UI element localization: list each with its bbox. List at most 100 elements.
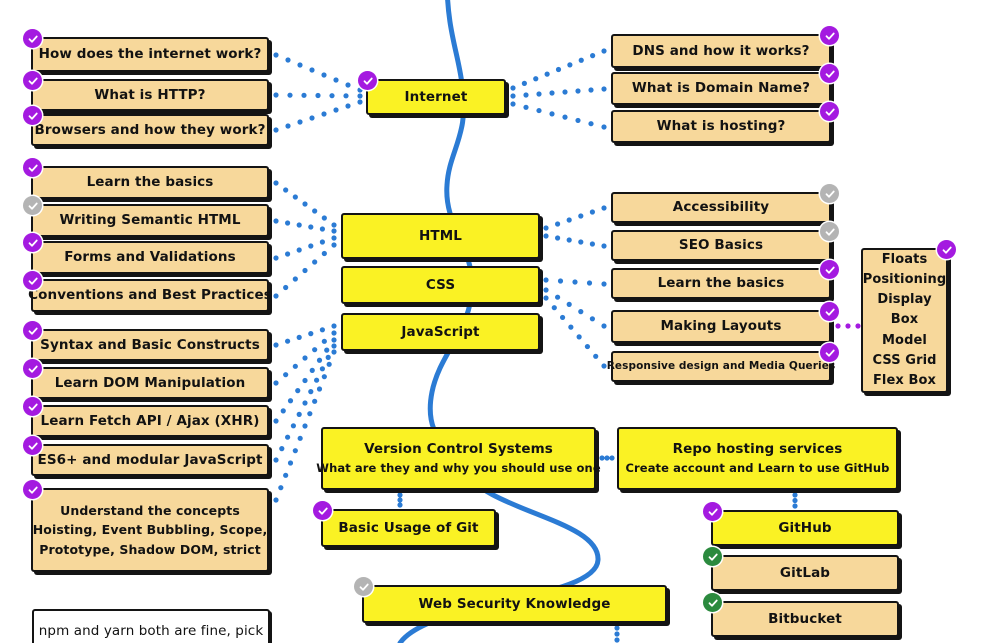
- roadmap-node-css[interactable]: CSS: [341, 266, 540, 304]
- check-badge-icon[interactable]: [820, 26, 839, 45]
- css-property-item[interactable]: Display: [877, 292, 932, 308]
- node-title: ES6+ and modular JavaScript: [37, 451, 263, 468]
- check-badge-icon[interactable]: [703, 502, 722, 521]
- node-title: npm and yarn both are fine, pick: [38, 623, 264, 639]
- css-property-item[interactable]: Flex Box: [872, 372, 937, 388]
- check-badge-icon[interactable]: [23, 29, 42, 48]
- connector-forms-and-validations-to-html: [273, 235, 337, 261]
- roadmap-node-javascript[interactable]: JavaScript: [341, 313, 540, 351]
- connector-browsers-how-they-work-to-internet: [273, 99, 363, 133]
- check-badge-icon[interactable]: [358, 71, 377, 90]
- connector-conventions-best-practices-to-html: [273, 242, 337, 299]
- roadmap-node-basic-usage-of-git[interactable]: Basic Usage of Git: [313, 501, 496, 547]
- node-title: SEO Basics: [678, 237, 764, 254]
- connector-html-to-seo-basics: [543, 233, 607, 249]
- roadmap-node-what-is-http[interactable]: What is HTTP?: [23, 71, 269, 111]
- roadmap-node-making-layouts[interactable]: Making Layouts: [611, 302, 839, 343]
- roadmap-node-package-manager-note[interactable]: npm and yarn both are fine, pick: [32, 609, 270, 643]
- connector-what-is-http-to-internet: [273, 92, 363, 99]
- roadmap-node-learn-the-basics-css[interactable]: Learn the basics: [611, 260, 839, 299]
- check-badge-icon[interactable]: [820, 302, 839, 321]
- css-property-item[interactable]: CSS Grid: [872, 352, 937, 368]
- node-title: Learn DOM Manipulation: [54, 374, 246, 391]
- check-badge-icon[interactable]: [820, 343, 839, 362]
- check-badge-icon[interactable]: [23, 158, 42, 177]
- check-badge-icon[interactable]: [23, 71, 42, 90]
- roadmap-node-what-is-domain-name[interactable]: What is Domain Name?: [611, 64, 839, 105]
- check-badge-icon[interactable]: [820, 64, 839, 83]
- roadmap-node-seo-basics[interactable]: SEO Basics: [611, 222, 839, 261]
- connector-how-internet-works-to-internet: [273, 52, 363, 93]
- css-property-item[interactable]: Floats: [881, 252, 928, 268]
- check-badge-icon[interactable]: [23, 106, 42, 125]
- check-badge-icon[interactable]: [820, 102, 839, 121]
- node-title: Syntax and Basic Constructs: [40, 336, 260, 353]
- node-title: What is Domain Name?: [631, 80, 811, 97]
- roadmap-node-syntax-basic-constructs[interactable]: Syntax and Basic Constructs: [23, 321, 269, 361]
- roadmap-node-accessibility[interactable]: Accessibility: [611, 184, 839, 223]
- roadmap-node-what-is-hosting[interactable]: What is hosting?: [611, 102, 839, 143]
- node-title: Internet: [404, 88, 468, 105]
- roadmap-node-learn-fetch-api-ajax[interactable]: Learn Fetch API / Ajax (XHR): [23, 397, 269, 437]
- roadmap-node-responsive-design-media-queries[interactable]: Responsive design and Media Queries: [607, 343, 839, 382]
- check-badge-icon[interactable]: [23, 480, 42, 499]
- check-badge-icon[interactable]: [703, 547, 722, 566]
- roadmap-node-html[interactable]: HTML: [341, 213, 540, 259]
- roadmap-node-bitbucket[interactable]: Bitbucket: [703, 593, 899, 637]
- roadmap-node-internet[interactable]: Internet: [358, 71, 506, 115]
- node-title: Learn the basics: [657, 275, 785, 292]
- node-title: Making Layouts: [660, 318, 782, 335]
- check-badge-icon[interactable]: [820, 222, 839, 241]
- node-title: Basic Usage of Git: [338, 519, 479, 536]
- roadmap-node-es6-modular-javascript[interactable]: ES6+ and modular JavaScript: [23, 436, 269, 476]
- main-roadmap-spine: [397, 0, 601, 643]
- check-badge-icon[interactable]: [703, 593, 722, 612]
- connector-internet-to-dns-how-it-works: [510, 48, 607, 91]
- roadmap-node-dns-how-it-works[interactable]: DNS and how it works?: [611, 26, 839, 68]
- check-badge-icon[interactable]: [23, 436, 42, 455]
- connector-version-control-systems-to-repo-hosting-services: [599, 455, 615, 461]
- css-property-item[interactable]: Box Model: [882, 312, 927, 348]
- connector-html-to-accessibility: [543, 205, 607, 231]
- check-badge-icon[interactable]: [23, 196, 42, 215]
- check-badge-icon[interactable]: [23, 321, 42, 340]
- css-property-item[interactable]: Positioning: [862, 272, 947, 288]
- roadmap-node-how-internet-works[interactable]: How does the internet work?: [23, 29, 269, 72]
- roadmap-node-learn-the-basics-html[interactable]: Learn the basics: [23, 158, 269, 199]
- check-badge-icon[interactable]: [23, 359, 42, 378]
- check-badge-icon[interactable]: [313, 501, 332, 520]
- roadmap-node-writing-semantic-html[interactable]: Writing Semantic HTML: [23, 196, 269, 237]
- node-title: GitHub: [778, 519, 832, 536]
- node-title: Version Control Systems: [364, 441, 553, 458]
- roadmap-node-browsers-how-they-work[interactable]: Browsers and how they work?: [23, 106, 269, 146]
- check-badge-icon[interactable]: [820, 260, 839, 279]
- node-title: DNS and how it works?: [632, 42, 810, 59]
- node-title: Forms and Validations: [64, 249, 236, 266]
- node-title: Accessibility: [672, 199, 770, 216]
- node-line: Hoisting, Event Bubbling, Scope,: [32, 522, 268, 538]
- connector-es6-modular-javascript-to-javascript: [273, 343, 337, 463]
- check-badge-icon[interactable]: [23, 233, 42, 252]
- node-title: Learn the basics: [86, 174, 214, 191]
- check-badge-icon[interactable]: [23, 397, 42, 416]
- roadmap-node-forms-and-validations[interactable]: Forms and Validations: [23, 233, 269, 274]
- roadmap-node-conventions-best-practices[interactable]: Conventions and Best Practices: [23, 271, 272, 312]
- check-badge-icon[interactable]: [23, 271, 42, 290]
- check-badge-icon[interactable]: [820, 184, 839, 203]
- roadmap-node-github[interactable]: GitHub: [703, 502, 899, 546]
- node-title: Learn Fetch API / Ajax (XHR): [40, 412, 260, 429]
- connector-learn-dom-manipulation-to-javascript: [273, 330, 337, 386]
- check-badge-icon[interactable]: [937, 240, 956, 259]
- roadmap-node-web-security-knowledge[interactable]: Web Security Knowledge: [354, 577, 667, 623]
- connector-internet-to-what-is-hosting: [510, 101, 607, 130]
- node-title: Repo hosting services: [672, 441, 843, 458]
- node-title: Conventions and Best Practices: [28, 287, 272, 304]
- roadmap-node-gitlab[interactable]: GitLab: [703, 547, 899, 591]
- check-badge-icon[interactable]: [354, 577, 373, 596]
- roadmap-node-learn-dom-manipulation[interactable]: Learn DOM Manipulation: [23, 359, 269, 399]
